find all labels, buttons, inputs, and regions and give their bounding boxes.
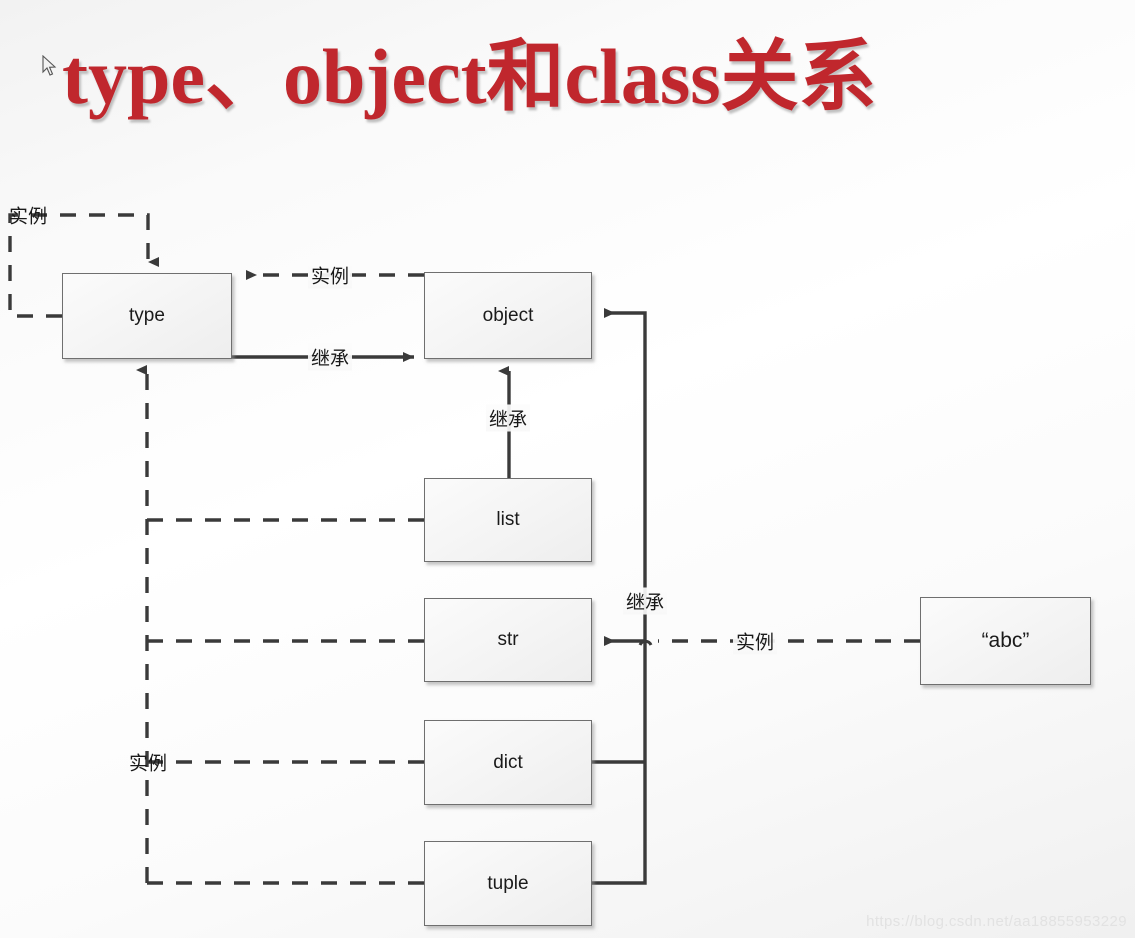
node-object[interactable]: object	[424, 272, 592, 359]
node-list-label: list	[496, 509, 520, 530]
node-tuple[interactable]: tuple	[424, 841, 592, 926]
node-list[interactable]: list	[424, 478, 592, 562]
node-str-label: str	[497, 629, 519, 650]
edge-label-object-to-type: 实例	[307, 261, 353, 289]
node-object-label: object	[482, 304, 534, 326]
edge-type-self	[8, 213, 159, 318]
watermark: https://blog.csdn.net/aa18855953229	[866, 913, 1127, 930]
edge-label-list-to-object: 继承	[485, 404, 531, 432]
node-type-label: type	[129, 305, 165, 326]
wire-hop	[638, 639, 653, 646]
node-abc-label: “abc”	[981, 629, 1030, 652]
edge-label-type-to-object: 继承	[307, 343, 353, 371]
node-abc[interactable]: “abc”	[920, 597, 1091, 685]
edge-label-abc-to-str: 实例	[732, 627, 778, 655]
edge-label-type-self: 实例	[8, 206, 48, 228]
node-tuple-label: tuple	[487, 872, 529, 894]
node-dict[interactable]: dict	[424, 720, 592, 805]
node-type[interactable]: type	[62, 273, 232, 359]
node-dict-label: dict	[493, 751, 523, 773]
page-title: type、object和class关系	[62, 33, 877, 120]
mouse-cursor-icon	[42, 55, 57, 76]
edge-label-subtypes-to-object: 继承	[622, 587, 668, 615]
node-str[interactable]: str	[424, 598, 592, 682]
edge-label-spine-to-type: 实例	[128, 753, 168, 775]
